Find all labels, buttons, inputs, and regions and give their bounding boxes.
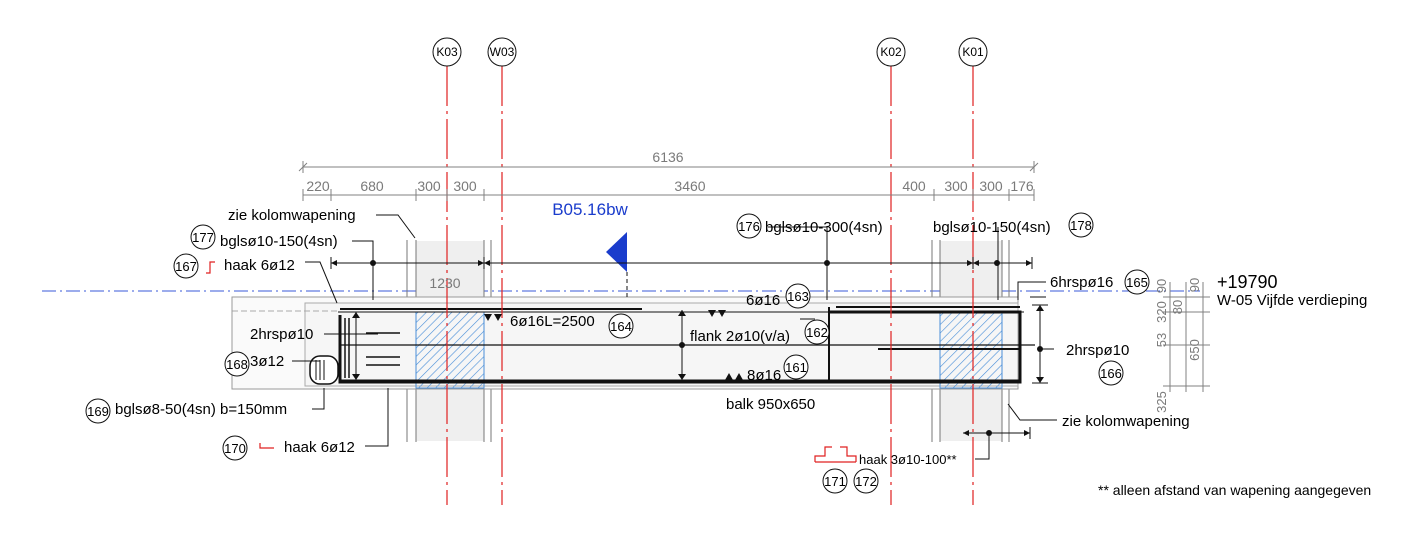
- svg-text:176: 176: [738, 219, 760, 234]
- label-hrsp-165: 6hrspø16: [1050, 274, 1113, 291]
- hatched-column-k03: [415, 311, 485, 389]
- label-bgls-176: bglsø10-300(4sn): [765, 219, 883, 236]
- dim-1230: 1230: [429, 275, 460, 291]
- dim-300d: 300: [979, 178, 1003, 194]
- dimension-lines: [298, 161, 1039, 201]
- bubble-178: 178: [1068, 212, 1094, 238]
- dim-right-53: 53: [1154, 333, 1169, 347]
- dim-176: 176: [1010, 178, 1034, 194]
- svg-text:167: 167: [175, 259, 197, 274]
- bubble-161: 161: [783, 354, 809, 380]
- label-bgls-177: bglsø10-150(4sn): [220, 233, 338, 250]
- bubble-163: 163: [785, 283, 811, 309]
- section-marker-icon: [606, 232, 627, 272]
- svg-text:163: 163: [787, 289, 809, 304]
- bubble-162: 162: [804, 319, 830, 345]
- label-hrsp-left: 2hrspø10: [250, 326, 313, 343]
- svg-text:K03: K03: [436, 45, 458, 59]
- label-balk: balk 950x650: [726, 396, 815, 413]
- label-haak-170: haak 6ø12: [284, 439, 355, 456]
- label-zie-kolom-bottom: zie kolomwapening: [1062, 413, 1190, 430]
- svg-text:W03: W03: [490, 45, 515, 59]
- dim-680: 680: [360, 178, 384, 194]
- svg-text:178: 178: [1070, 218, 1092, 233]
- dim-right-80: 80: [1170, 300, 1185, 314]
- dim-right-320: 320: [1154, 301, 1169, 323]
- axis-bubble-k02: K02: [876, 37, 906, 67]
- svg-text:165: 165: [1126, 275, 1148, 290]
- dim-right-650: 650: [1187, 339, 1202, 361]
- bubble-168: 168: [224, 351, 250, 377]
- svg-text:172: 172: [855, 474, 877, 489]
- svg-text:168: 168: [226, 357, 248, 372]
- haak-symbol-icon: [206, 261, 215, 274]
- label-6o16L: 6ø16L=2500: [510, 313, 595, 330]
- dim-300c: 300: [944, 178, 968, 194]
- dim-300b: 300: [453, 178, 477, 194]
- svg-text:K02: K02: [880, 45, 902, 59]
- svg-text:161: 161: [785, 360, 807, 375]
- bubble-165: 165: [1124, 269, 1150, 295]
- dim-right-90a: 90: [1154, 279, 1169, 293]
- svg-text:169: 169: [87, 404, 109, 419]
- haak-symbol-3-icon: [814, 446, 857, 463]
- dim-220: 220: [306, 178, 330, 194]
- level-value: +19790: [1217, 272, 1278, 292]
- dim-3460: 3460: [674, 178, 705, 194]
- axis-lines: [446, 66, 974, 505]
- level-description: W-05 Vijfde verdieping: [1217, 292, 1367, 309]
- label-hrsp-right: 2hrspø10: [1066, 342, 1129, 359]
- leader-lines: [292, 214, 1057, 460]
- label-3o12: 3ø12: [250, 353, 284, 370]
- bubble-169: 169: [85, 398, 111, 424]
- svg-text:177: 177: [192, 230, 214, 245]
- svg-text:K01: K01: [962, 45, 984, 59]
- dim-400: 400: [902, 178, 926, 194]
- svg-text:171: 171: [824, 474, 846, 489]
- svg-text:164: 164: [610, 319, 632, 334]
- dim-300a: 300: [417, 178, 441, 194]
- dim-right-90b: 90: [1187, 278, 1202, 292]
- section-title: B05.16bw: [552, 200, 628, 219]
- bubble-176: 176: [736, 213, 762, 239]
- dim-total: 6136: [652, 149, 683, 165]
- bubble-177: 177: [190, 224, 216, 250]
- label-bgls-178: bglsø10-150(4sn): [933, 219, 1051, 236]
- bubble-167: 167: [173, 253, 199, 279]
- label-haak-171: haak 3ø10-100**: [859, 452, 957, 467]
- bubble-172: 172: [853, 468, 879, 494]
- bubble-171: 171: [822, 468, 848, 494]
- dim-right-325: 325: [1154, 391, 1169, 413]
- bubble-164: 164: [608, 313, 634, 339]
- footnote: ** alleen afstand van wapening aangegeve…: [1098, 482, 1371, 498]
- label-6o16: 6ø16: [746, 292, 780, 309]
- axis-bubble-k03: K03: [432, 37, 462, 67]
- axis-bubble-k01: K01: [958, 37, 988, 67]
- svg-text:166: 166: [1100, 366, 1122, 381]
- svg-text:170: 170: [224, 441, 246, 456]
- bubble-166: 166: [1098, 360, 1124, 386]
- axis-bubble-w03: W03: [487, 37, 517, 67]
- label-flank: flank 2ø10(v/a): [690, 328, 790, 345]
- label-bgls-169: bglsø8-50(4sn) b=150mm: [115, 401, 287, 418]
- right-dimensions: [1163, 282, 1210, 392]
- bubble-170: 170: [222, 435, 248, 461]
- label-zie-kolom-top: zie kolomwapening: [228, 207, 356, 224]
- haak-symbol-2-icon: [259, 443, 274, 449]
- label-8o16: 8ø16: [747, 367, 781, 384]
- label-haak-167: haak 6ø12: [224, 257, 295, 274]
- svg-text:162: 162: [806, 325, 828, 340]
